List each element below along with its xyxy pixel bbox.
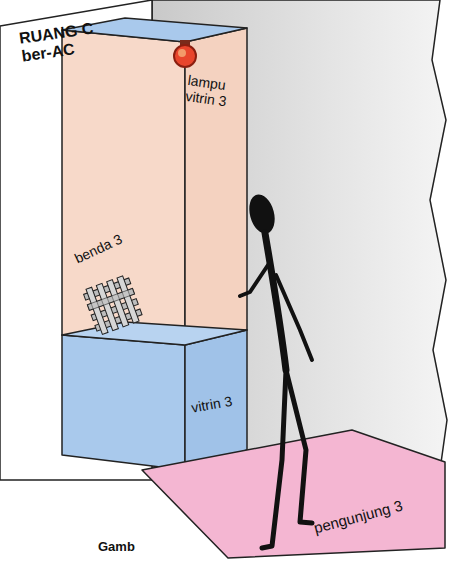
figure-caption: Gamb [98,540,135,555]
base-top [62,322,247,345]
right-wall [152,0,447,480]
case-top [62,18,247,42]
visitor-figure [240,192,312,548]
floor-outline [140,420,457,561]
floor: pengunjung 3 [140,420,457,561]
lamp [174,40,196,67]
floor-area [142,430,445,558]
display-base: vitrin 3 [62,322,248,472]
base-side [185,330,247,470]
base-front [62,335,185,470]
case-front [62,30,185,345]
case-side [185,28,247,345]
woven-fabric [82,274,144,336]
